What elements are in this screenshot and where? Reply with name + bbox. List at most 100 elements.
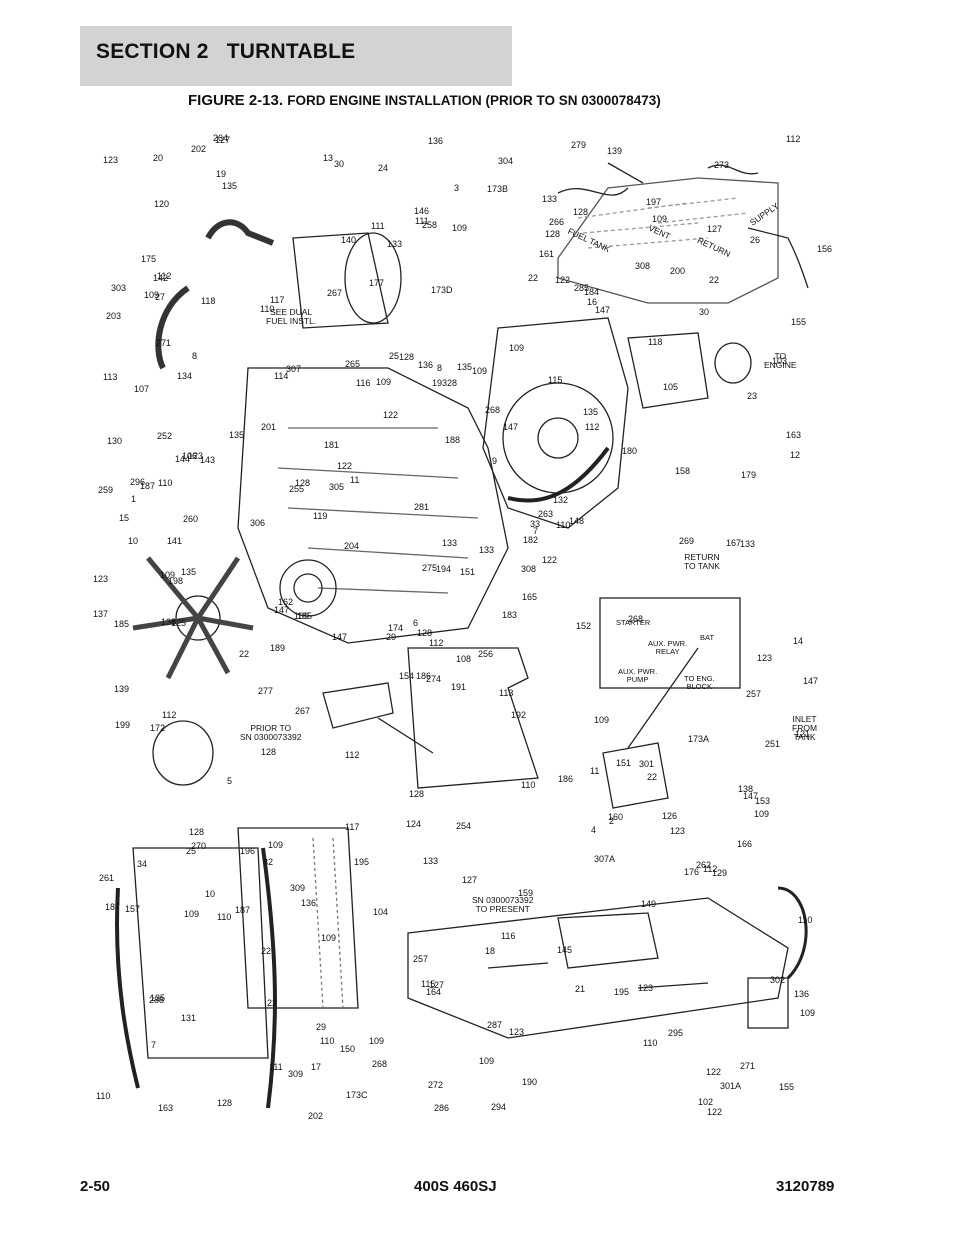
callout-264: 264: [213, 133, 229, 143]
callout-266: 266: [549, 217, 565, 227]
callout-271: 271: [740, 1061, 756, 1071]
callout-106: 106: [182, 451, 198, 461]
callout-154: 154: [399, 671, 415, 681]
callout-121: 121: [795, 729, 811, 739]
callout-277: 277: [258, 686, 274, 696]
callout-147: 147: [743, 791, 759, 801]
callout-110: 110: [96, 1091, 111, 1101]
callout-158: 158: [675, 466, 691, 476]
callout-128: 128: [545, 229, 561, 239]
fuel-lines: [557, 162, 809, 289]
callout-110: 110: [217, 912, 232, 922]
callout-108: 108: [456, 654, 472, 664]
callout-109: 109: [479, 1056, 495, 1066]
engine-bracket: [407, 647, 539, 789]
turntable-base: [407, 897, 789, 1039]
callout-163: 163: [158, 1103, 174, 1113]
callout-177: 177: [369, 278, 385, 288]
note-return-to-tank: RETURN TO TANK: [684, 552, 720, 571]
air-cleaner-body: [292, 232, 389, 329]
callout-22: 22: [709, 275, 720, 285]
callout-304: 304: [498, 156, 514, 166]
callout-139: 139: [114, 684, 130, 694]
callout-135: 135: [222, 181, 238, 191]
callout-4: 4: [591, 825, 597, 835]
callout-137: 137: [93, 609, 109, 619]
base-detail: [487, 912, 709, 989]
callout-27: 27: [155, 292, 166, 302]
callout-23: 23: [747, 391, 758, 401]
callout-301A: 301A: [720, 1081, 742, 1091]
callout-34: 34: [137, 859, 148, 869]
callout-179: 179: [741, 470, 757, 480]
note-sn-to-present: SN 0300073392 TO PRESENT: [472, 895, 534, 914]
callout-190: 190: [522, 1077, 538, 1087]
callout-128: 128: [261, 747, 277, 757]
callout-252: 252: [157, 431, 173, 441]
callout-147: 147: [803, 676, 819, 686]
callout-111: 111: [371, 221, 385, 231]
callout-136: 136: [794, 989, 810, 999]
section-title: SECTION 2 TURNTABLE: [96, 40, 356, 63]
callout-173C: 173C: [346, 1090, 368, 1100]
callout-109: 109: [472, 366, 488, 376]
callout-120: 120: [154, 199, 170, 209]
callout-110: 110: [521, 780, 536, 790]
engine-block: [237, 367, 509, 644]
callout-128: 128: [189, 827, 205, 837]
callout-251: 251: [765, 739, 781, 749]
callout-301: 301: [639, 759, 655, 769]
diagram-artwork: [115, 162, 809, 1109]
callout-28: 28: [447, 378, 458, 388]
section-banner: SECTION 2 TURNTABLE: [80, 26, 512, 86]
callout-124: 124: [406, 819, 422, 829]
callout-281: 281: [414, 502, 430, 512]
callout-19: 19: [216, 169, 227, 179]
callout-166: 166: [737, 839, 753, 849]
callout-147: 147: [332, 632, 348, 642]
callout-25: 25: [186, 846, 197, 856]
callout-257: 257: [746, 689, 762, 699]
callout-127: 127: [707, 224, 723, 234]
callout-267: 267: [327, 288, 343, 298]
callout-204: 204: [344, 541, 360, 551]
callout-127: 127: [462, 875, 478, 885]
callout-257: 257: [413, 954, 429, 964]
callout-7: 7: [533, 526, 539, 536]
callout-140: 140: [341, 235, 357, 245]
callout-5: 5: [227, 776, 233, 786]
radiator-frame: [132, 847, 269, 1059]
callout-109: 109: [321, 933, 337, 943]
callout-138: 138: [161, 617, 177, 627]
callout-164: 164: [426, 987, 442, 997]
callout-109: 109: [160, 570, 176, 580]
pulley: [279, 559, 337, 617]
callout-261: 261: [99, 873, 115, 883]
callout-8: 8: [192, 351, 198, 361]
callout-119: 119: [313, 511, 328, 521]
callout-285: 285: [574, 283, 590, 293]
callout-296: 296: [130, 477, 146, 487]
callout-141: 141: [167, 536, 183, 546]
callout-182: 182: [523, 535, 539, 545]
flywheel-hub: [537, 417, 579, 459]
callout-286: 286: [434, 1103, 450, 1113]
callout-24: 24: [378, 163, 389, 173]
callout-110: 110: [556, 520, 571, 530]
callout-202: 202: [308, 1111, 324, 1121]
callout-111: 111: [269, 1062, 283, 1072]
callout-173B: 173B: [487, 184, 509, 194]
callout-265: 265: [345, 359, 361, 369]
callout-162: 162: [278, 597, 294, 607]
callout-128: 128: [399, 352, 415, 362]
callout-104: 104: [373, 907, 389, 917]
flywheel-housing: [482, 317, 629, 529]
callout-29: 29: [386, 632, 397, 642]
alternator: [152, 720, 214, 786]
callout-22: 22: [267, 998, 278, 1008]
callout-157: 157: [125, 904, 141, 914]
callout-195: 195: [354, 857, 370, 867]
callout-13: 13: [323, 153, 334, 163]
arrow-to-pump: [507, 446, 610, 503]
